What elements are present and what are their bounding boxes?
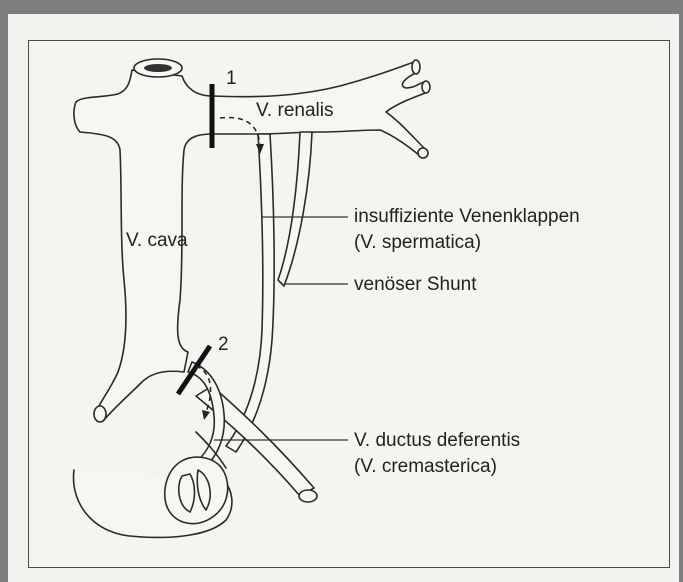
- venous-shunt-vessel: [278, 132, 312, 286]
- pelvic-vein-end: [299, 490, 317, 502]
- renal-vein-end-mid: [422, 81, 430, 93]
- label-insuff-1: insuffiziente Venenklappen: [354, 206, 580, 227]
- label-insuff-2: (V. spermatica): [354, 232, 481, 253]
- label-renalis: V. renalis: [256, 100, 333, 121]
- label-ductus-2: (V. cremasterica): [354, 456, 497, 477]
- marker-2: 2: [218, 334, 229, 355]
- marker-1: 1: [226, 68, 237, 89]
- vena-cava-lumen: [144, 64, 172, 72]
- label-ductus-1: V. ductus deferentis: [354, 430, 520, 451]
- renal-vein-end-low: [418, 148, 428, 158]
- flow-arrowhead-2: [202, 410, 210, 420]
- renal-vein-end-top: [412, 60, 420, 74]
- label-shunt: venöser Shunt: [354, 274, 477, 295]
- left-branch-end: [94, 406, 106, 422]
- label-cava: V. cava: [126, 230, 188, 251]
